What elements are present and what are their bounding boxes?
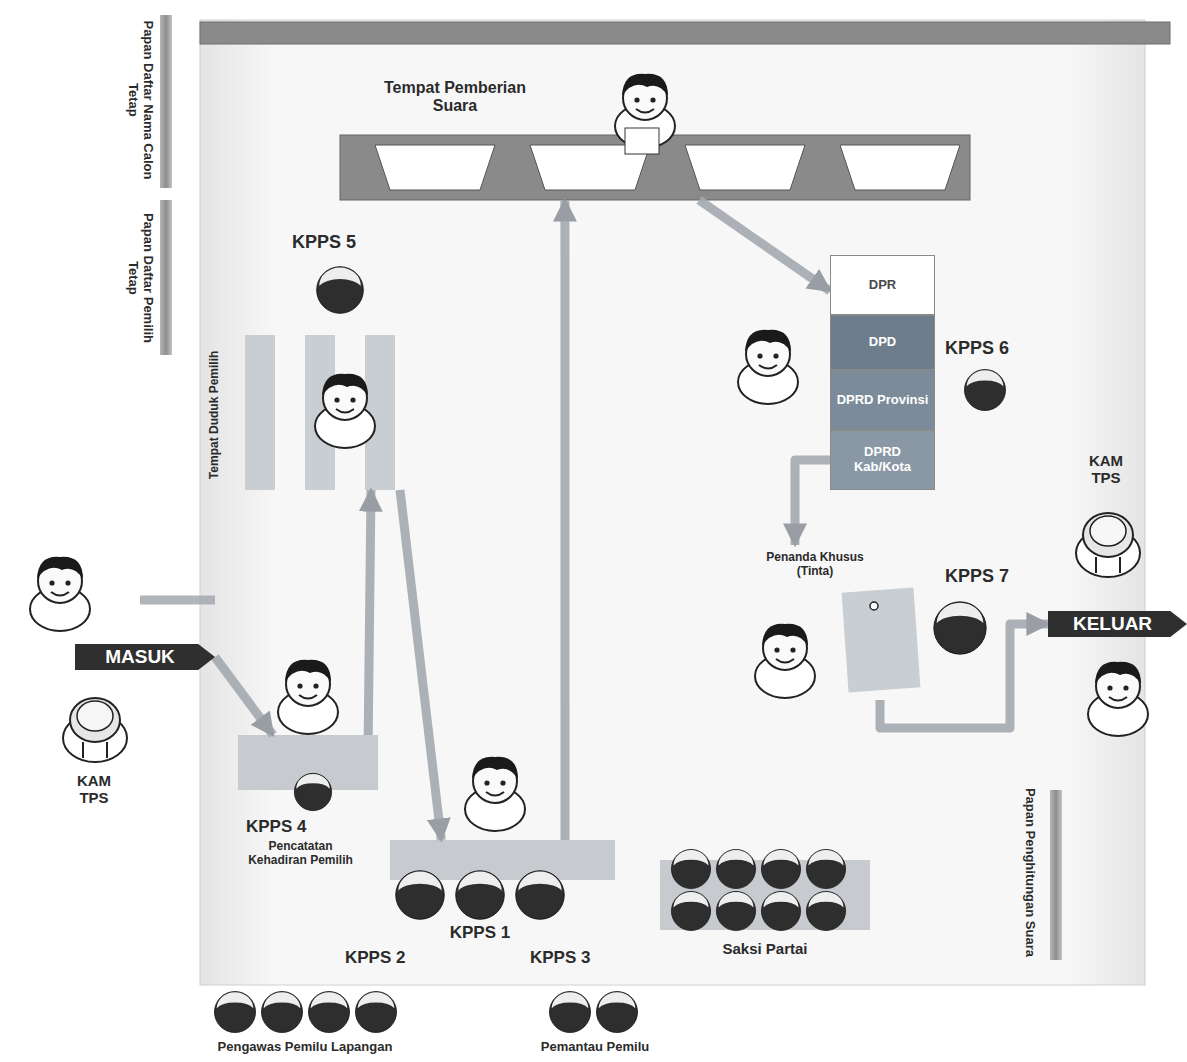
people [30,74,1148,831]
observer-label: Pemantau Pemilu [520,1040,670,1055]
node-text: Penanda Khusus (Tinta) [760,551,870,579]
exit-sign: KELUAR [1048,611,1187,637]
ballot-box: DPRD Kab/Kota [830,430,935,490]
node-text: KELUAR [1069,613,1166,635]
officer-label: KPPS 5 [292,232,392,253]
officer-label: KPPS 6 [945,338,1045,359]
voting-booth: Tempat Pemberian Suara [340,75,970,200]
node-text: Saksi Partai [660,940,870,957]
node-text: KPPS 4 [246,817,376,837]
node-text: KPPS 3 [530,948,620,968]
ink-table [842,588,921,693]
entry-arrow [140,596,215,605]
node-text: DPRD Kab/Kota [831,445,934,475]
party-witness-desk: Saksi Partai [660,850,870,965]
board-label: Papan Penghitungan Suara [1023,787,1038,957]
flow-arrow [880,624,1048,728]
node-text: DPD [865,335,900,350]
board-label: Papan Daftar Pemilih Tetap [125,201,155,356]
entrance-sign: MASUK [75,644,215,670]
voter-seating-area: Tempat Duduk Pemilih [200,335,400,490]
officer-desk: KPPS 1 KPPS 2 KPPS 3 [345,840,620,975]
node-text: DPRD Provinsi [833,393,933,408]
observer-label: Pengawas Pemilu Lapangan [205,1040,405,1055]
node-text: KPPS 2 [345,948,440,968]
ballot-box: DPD [830,315,935,370]
observer-seats [214,991,637,1032]
top-wall-bar [200,22,1170,44]
node-text: Pencatatan Kehadiran Pemilih [238,840,363,868]
flow-arrow [400,490,441,840]
node-text: DPR [865,278,900,293]
flow-arrow [795,460,830,545]
witness-seats [671,849,845,930]
board-bar [160,200,172,355]
security-guards [63,513,1140,762]
board-bar [160,15,172,188]
flow-arrow [215,657,273,735]
attendance-desk: KPPS 4 Pencatatan Kehadiran Pemilih [238,735,378,905]
ink-bottle [870,602,878,610]
node-text: KPPS 1 [435,923,525,943]
room-floor [200,20,1145,985]
board-label: Papan Daftar Nama Calon Tetap [125,13,155,188]
board-bar [1050,790,1062,960]
officer-seats [294,267,1005,920]
node-text: Tempat Pemberian Suara [360,79,550,116]
flow-arrow [560,200,569,840]
voter-seats [245,335,395,490]
flow-arrow [699,200,830,291]
flow-arrow [368,490,371,735]
node-text: Tempat Duduk Pemilih [208,335,222,495]
ballot-box: DPR [830,255,935,315]
node-text: MASUK [101,646,189,668]
guard-label: KAM TPS [68,772,120,807]
officer-label: KPPS 7 [945,566,1045,587]
guard-label: KAM TPS [1080,452,1132,487]
ballot-box: DPRD Provinsi [830,370,935,430]
ink-marking-station: Penanda Khusus (Tinta) [760,545,920,700]
